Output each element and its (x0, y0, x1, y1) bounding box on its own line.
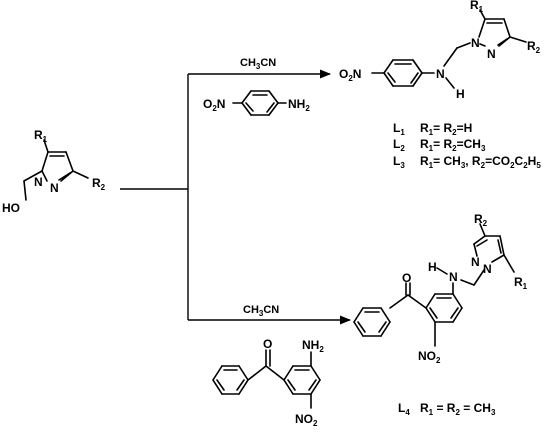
lower-product: O NO2​ H N R2​ N N R1​ (353, 212, 528, 365)
lower-product-phenyl-ring (353, 307, 391, 337)
upper-reagent-benzene-ring (241, 90, 279, 116)
upper-product-r1-label: R1​ (470, 0, 484, 14)
ligand-l2-code: L2​ (393, 137, 405, 153)
upper-reagent-nitroaniline: O2​N NH2​ (203, 90, 310, 116)
reactant-pyrazole-ring (41, 151, 74, 182)
lower-product-nitroaniline-ring (425, 293, 463, 323)
reactant-hydroxyl-label: HO (2, 201, 20, 215)
upper-product-benzene-ring (383, 59, 423, 87)
lower-reagent-aminonitrobenzophenone: O NH2​ NO2​ (212, 337, 324, 428)
ligand-legend-lower: L4​ R1​ = R2​ = CH3​ (398, 401, 496, 417)
upper-reagent-amine-label: NH2​ (288, 97, 310, 113)
reactant-ch2-bond (23, 170, 43, 182)
ligand-l2-definition: R1​= R2​=CH3​ (420, 137, 486, 153)
lower-reagent-carbonyl-o-label: O (263, 337, 272, 351)
lower-product-pyrazole-ring (473, 235, 505, 263)
reactant-n1-label: N (34, 175, 43, 189)
lower-reagent-amine-label: NH2​ (302, 338, 324, 354)
upper-product-r2-label: R2​ (527, 39, 541, 55)
upper-solvent-label: CH3​CN (240, 57, 276, 71)
reactant-n2-label: N (50, 181, 59, 195)
ligand-l4-definition: R1​ = R2​ = CH3​ (420, 401, 496, 417)
reactant-oh-bond (23, 180, 27, 201)
reactant-r2-bond (72, 170, 89, 179)
lower-product-r1-label: R1​ (514, 275, 528, 291)
upper-product-n1-label: N (471, 36, 480, 50)
lower-reagent-nitroaniline-ring (283, 365, 321, 395)
upper-product-nitro-label: O2​N (339, 67, 361, 83)
lower-reagent-phenyl-ring (212, 365, 249, 395)
ligand-l3-definition: R1​= CH3​, R2​=CO2​C2​H5​ (420, 154, 541, 170)
reactant-r1-bond (43, 139, 49, 153)
ligand-l1-definition: R1​= R2​=H (420, 121, 472, 137)
lower-product-n2-label: N (471, 255, 480, 269)
reaction-arrows (120, 69, 352, 325)
lower-reagent-nitro-label: NO2​ (295, 412, 318, 428)
upper-product-nh-n-label: N (436, 67, 445, 81)
lower-product-nitro-label: NO2​ (418, 349, 441, 365)
reactant-pyrazolylmethanol: R1​ N N R2​ HO (2, 128, 106, 215)
ligand-legend-upper: L1​ R1​= R2​=H L2​ R1​= R2​=CH3​ L3​ R1​… (393, 121, 541, 170)
lower-solvent-label: CH3​CN (243, 304, 279, 318)
lower-product-carbonyl-o-label: O (402, 271, 411, 285)
lower-product-n1-label: N (483, 262, 492, 276)
ligand-l1-code: L1​ (393, 121, 405, 137)
upper-reagent-nitro-label: O2​N (203, 97, 225, 113)
upper-product-pyrazole-ring (478, 18, 511, 47)
reactant-r2-label: R2​ (92, 176, 106, 192)
reactant-r1-label: R1​ (34, 128, 48, 144)
ligand-l4-code: L4​ (398, 401, 410, 417)
upper-product-nh-h-label: H (456, 87, 465, 101)
ligand-l3-code: L3​ (393, 154, 405, 170)
upper-product-n2-label: N (487, 47, 496, 61)
upper-product: O2​N N H R1​ N N R2​ (339, 0, 541, 101)
lower-product-nh-n-label: N (449, 270, 458, 284)
lower-product-r2-label: R2​ (474, 212, 488, 228)
lower-product-nh-h-label: H (428, 260, 437, 274)
